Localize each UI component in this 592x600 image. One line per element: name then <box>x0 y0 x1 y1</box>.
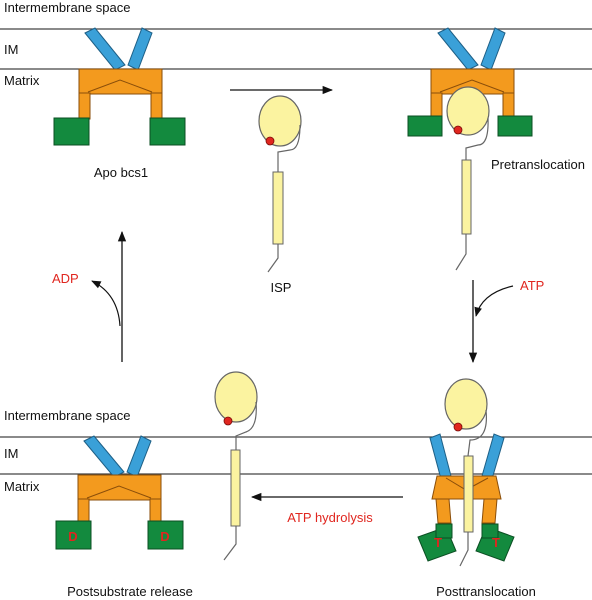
bottom-im-label: IM <box>4 446 18 461</box>
adp-label: ADP <box>52 271 79 286</box>
released-isp <box>214 371 258 561</box>
atp-bound-mark-left: T <box>434 535 442 550</box>
posttranslocation-complex: T T <box>417 378 515 567</box>
apo-left-leg <box>78 92 91 120</box>
top-intermembrane-label: Intermembrane space <box>4 0 130 15</box>
isp-tm-helix <box>272 171 284 245</box>
atp-binding-arrow <box>474 285 514 317</box>
adp-bound-mark-left: D <box>68 529 77 544</box>
adp-bound-mark-right: D <box>160 529 169 544</box>
isp-substrate <box>258 95 302 273</box>
apo-right-tm-helix <box>127 27 153 71</box>
atp-label: ATP <box>520 278 544 293</box>
bottom-intermembrane-label: Intermembrane space <box>4 408 130 423</box>
apo-right-domain <box>149 117 186 146</box>
pretranslocation-label: Pretranslocation <box>491 157 585 172</box>
apo-right-leg <box>150 92 163 120</box>
posttranslocation-label: Posttranslocation <box>436 584 536 599</box>
adp-release-arrow <box>91 280 121 327</box>
pretranslocation-complex <box>407 27 533 271</box>
postsubstrate-release-complex: D D <box>55 435 184 550</box>
postsubstrate-release-label: Postsubstrate release <box>67 584 193 599</box>
atp-bound-mark-right: T <box>492 535 500 550</box>
apo-bcs1-complex <box>53 27 186 146</box>
isp-head <box>258 95 302 147</box>
isp-label: ISP <box>271 280 292 295</box>
atp-hydrolysis-label: ATP hydrolysis <box>287 510 373 525</box>
apo-label: Apo bcs1 <box>94 165 148 180</box>
bottom-matrix-label: Matrix <box>4 479 40 494</box>
top-im-label: IM <box>4 42 18 57</box>
apo-left-domain <box>53 117 90 146</box>
top-matrix-label: Matrix <box>4 73 40 88</box>
iron-sulfur-cluster <box>265 136 275 146</box>
apo-left-tm-helix <box>84 27 126 71</box>
